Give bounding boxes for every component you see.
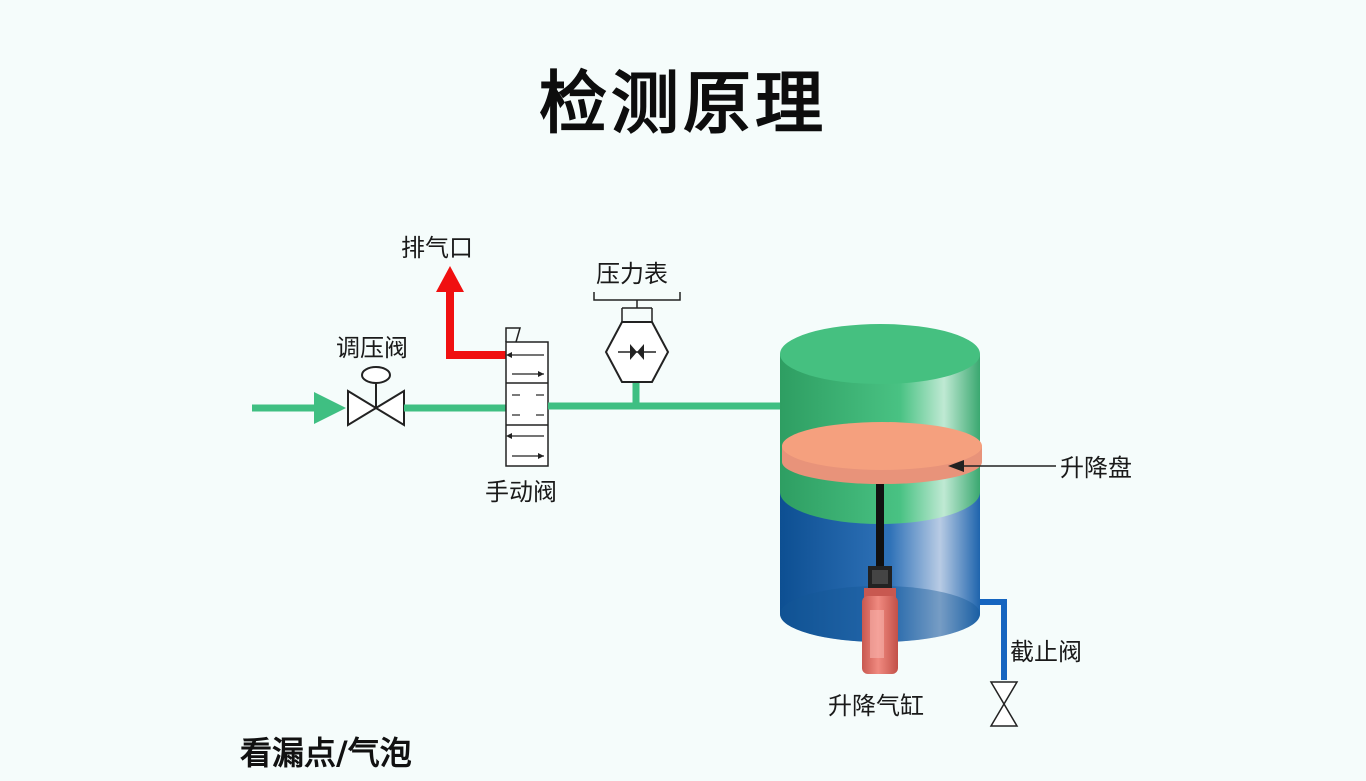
page-title: 检测原理 [538,65,827,144]
tank-top-lid [780,324,980,384]
label-pressure-gauge: 压力表 [596,260,668,288]
label-lifting-cylinder: 升降气缸 [828,692,924,720]
drain-line [980,599,1007,680]
label-manual-valve: 手动阀 [485,478,557,506]
pressure-regulator-valve[interactable] [347,366,405,427]
piston-rod [876,484,884,568]
label-lifting-plate: 升降盘 [1060,454,1132,482]
pressure-gauge[interactable] [593,292,681,383]
exhaust-line [436,266,506,359]
regulator-knob-icon [361,366,391,384]
label-pressure-regulator: 调压阀 [336,334,408,362]
lifting-cylinder [862,566,898,674]
lifting-plate-pointer [948,460,1056,472]
inlet-arrow-icon [314,392,346,424]
label-stop-valve: 截止阀 [1010,638,1082,666]
label-exhaust-port: 排气口 [401,234,473,262]
exhaust-arrow-icon [436,266,464,292]
lifting-plate [782,422,982,484]
stop-valve[interactable] [989,681,1019,727]
manual-valve[interactable] [505,327,549,467]
bottom-note: 看漏点/气泡 [240,734,412,772]
inlet-air-line [252,392,346,424]
gauge-needle-icon [630,344,637,360]
